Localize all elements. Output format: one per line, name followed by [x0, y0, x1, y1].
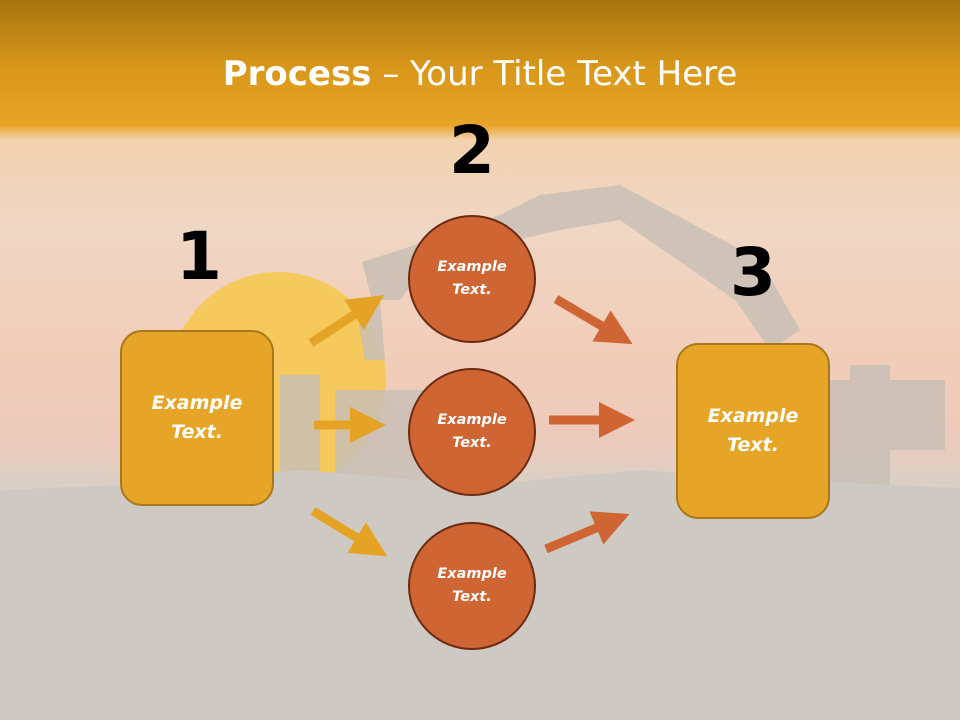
- title-bold: Process: [222, 54, 372, 94]
- arrow-bottom-to-3: [544, 511, 630, 554]
- step-3-box: Example Text.: [676, 343, 830, 519]
- step-1-line2: Text.: [171, 421, 223, 443]
- circle-middle-line2: Text.: [452, 435, 492, 451]
- circle-bottom-line1: Example: [437, 566, 507, 582]
- page-title: Process – Your Title Text Here: [0, 52, 960, 96]
- step-number-3: 3: [730, 234, 776, 311]
- title-rest: – Your Title Text Here: [371, 54, 738, 94]
- step-1-box: Example Text.: [120, 330, 274, 506]
- arrow-1-to-bottom: [310, 507, 388, 557]
- arrow-1-to-top: [308, 295, 385, 347]
- step-1-line1: Example: [151, 392, 243, 414]
- circle-top-line2: Text.: [452, 282, 492, 298]
- circle-top-line1: Example: [437, 259, 507, 275]
- step-2-circle-top: Example Text.: [408, 215, 536, 343]
- arrow-top-to-3: [553, 295, 633, 345]
- step-2-circle-bottom: Example Text.: [408, 522, 536, 650]
- step-2-circle-middle: Example Text.: [408, 368, 536, 496]
- step-3-line1: Example: [707, 405, 799, 427]
- circle-bottom-line2: Text.: [452, 589, 492, 605]
- step-number-2: 2: [449, 112, 495, 189]
- circle-middle-line1: Example: [437, 412, 507, 428]
- step-number-1: 1: [176, 218, 222, 295]
- step-3-line2: Text.: [727, 434, 779, 456]
